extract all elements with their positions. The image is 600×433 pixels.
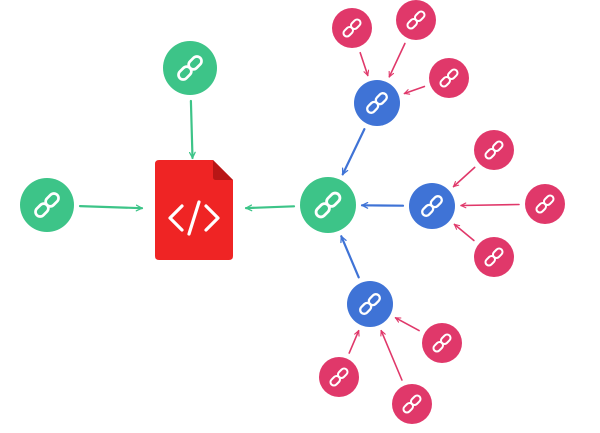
link-node-p2 — [396, 0, 436, 40]
link-node-p3 — [429, 58, 469, 98]
arrow-p6-to-b-mid — [453, 223, 475, 242]
arrow-p2-to-b-top — [388, 42, 406, 78]
code-file-node — [155, 160, 233, 260]
arrow-b-top-to-g-hub — [341, 128, 366, 176]
arrow-p9-to-b-bot — [380, 329, 403, 381]
arrow-b-bot-to-g-hub — [340, 235, 360, 279]
nodes-layer — [20, 0, 565, 424]
file-body — [155, 160, 233, 260]
arrow-p7-to-b-bot — [394, 316, 420, 332]
link-node-b-mid — [409, 183, 455, 229]
arrow-p8-to-b-bot — [348, 329, 360, 354]
arrow-p4-to-b-mid — [452, 166, 476, 188]
code-file-icon — [155, 160, 233, 260]
link-node-g-left — [20, 178, 74, 232]
link-node-g-hub — [300, 177, 356, 233]
link-node-b-bot — [347, 281, 393, 327]
arrow-g-left-to-center — [78, 204, 144, 212]
arrow-p3-to-b-top — [403, 85, 426, 95]
link-node-g-top — [163, 41, 217, 95]
arrow-g-top-to-center — [188, 99, 196, 160]
link-node-p5 — [525, 184, 565, 224]
link-node-p1 — [332, 8, 372, 48]
code-brackets-icon — [168, 200, 220, 236]
link-node-p9 — [392, 384, 432, 424]
link-node-p4 — [474, 130, 514, 170]
arrows-layer — [78, 42, 520, 381]
arrow-p5-to-b-mid — [460, 202, 520, 209]
file-fold-corner — [213, 160, 233, 180]
link-node-p7 — [422, 323, 462, 363]
link-node-p8 — [319, 357, 359, 397]
arrow-p1-to-b-top — [359, 51, 370, 77]
link-node-b-top — [354, 80, 400, 126]
arrow-g-hub-to-center — [244, 204, 296, 212]
link-node-p6 — [474, 237, 514, 277]
